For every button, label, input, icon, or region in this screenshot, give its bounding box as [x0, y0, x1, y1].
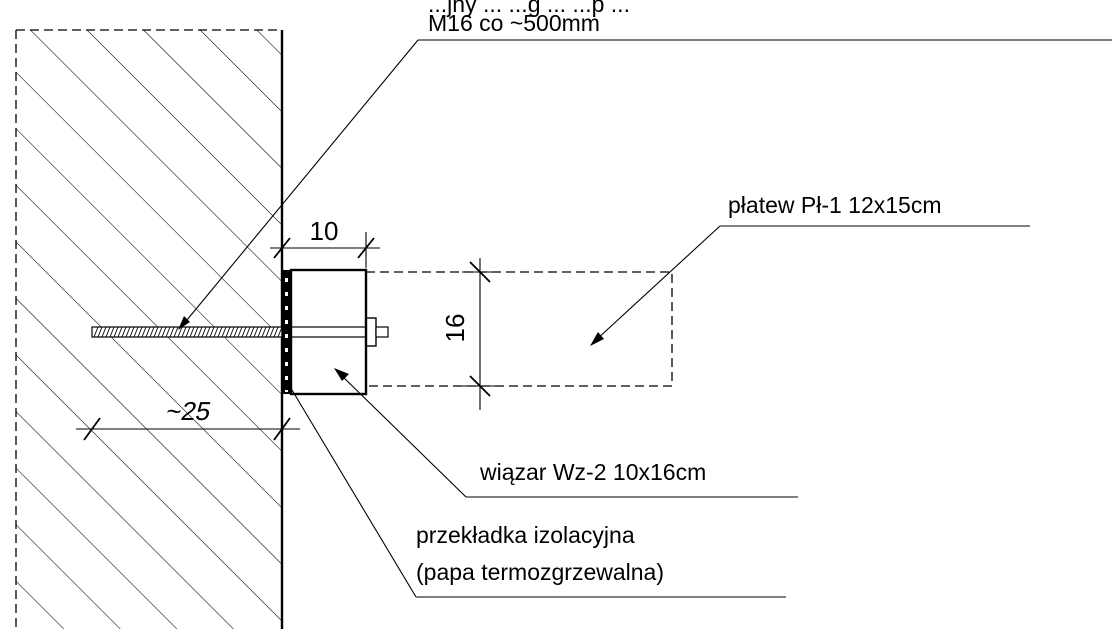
thread-mark [249, 326, 255, 338]
thread-mark [245, 326, 251, 338]
dim-truss-width: 10 [270, 216, 380, 268]
insulation-label-line1: przekładka izolacyjna [416, 522, 635, 548]
thread-mark [177, 326, 183, 338]
truss-section [289, 268, 368, 396]
thread-mark [185, 326, 191, 338]
thread-mark [173, 326, 179, 338]
thread-mark [229, 326, 235, 338]
thread-mark [133, 326, 139, 338]
thread-mark [161, 326, 167, 338]
insulation-label-line2: (papa termozgrzewalna) [416, 559, 664, 585]
thread-mark [209, 326, 215, 338]
thread-mark [101, 326, 107, 338]
thread-mark [117, 326, 123, 338]
thread-mark [113, 326, 119, 338]
thread-mark [93, 326, 99, 338]
thread-mark [121, 326, 127, 338]
dim-truss-width-text: 10 [310, 216, 339, 246]
thread-mark [237, 326, 243, 338]
thread-mark [197, 326, 203, 338]
thread-mark [165, 326, 171, 338]
thread-mark [109, 326, 115, 338]
thread-mark [261, 326, 267, 338]
anchor-rod-end [375, 326, 389, 338]
dim-anchor-depth-text: ~25 [163, 396, 213, 426]
thread-mark [273, 326, 279, 338]
thread-mark [145, 326, 151, 338]
thread-mark [153, 326, 159, 338]
leader-anchor: ...jny ... ...g ... ...p ... M16 co ~500… [178, 0, 1112, 330]
thread-mark [157, 326, 163, 338]
anchor-label: M16 co ~500mm [428, 10, 600, 36]
thread-mark [189, 326, 195, 338]
thread-mark [241, 326, 247, 338]
thread-mark [265, 326, 271, 338]
purlin-outline [365, 271, 673, 387]
thread-mark [221, 326, 227, 338]
thread-mark [269, 326, 275, 338]
thread-mark [181, 326, 187, 338]
anchor-rod-thread [93, 326, 283, 338]
thread-mark [257, 326, 263, 338]
leader-insulation: przekładka izolacyjna (papa termozgrzewa… [291, 389, 786, 598]
thread-mark [97, 326, 103, 338]
anchor-label-partial: ...jny ... ...g ... ...p ... [428, 0, 630, 17]
anchor-rod-shaft [281, 326, 367, 338]
anchor-rod [91, 317, 389, 347]
thread-mark [125, 326, 131, 338]
thread-mark [225, 326, 231, 338]
thread-mark [105, 326, 111, 338]
anchor-nut [365, 317, 377, 347]
thread-mark [193, 326, 199, 338]
dim-truss-height-text: 16 [440, 314, 470, 343]
thread-mark [201, 326, 207, 338]
thread-mark [253, 326, 259, 338]
insulation-pad [282, 270, 291, 394]
thread-mark [129, 326, 135, 338]
dim-truss-height: 16 [440, 258, 500, 410]
thread-mark [149, 326, 155, 338]
leader-purlin: płatew Pł-1 12x15cm [590, 192, 1030, 346]
thread-mark [169, 326, 175, 338]
thread-mark [233, 326, 239, 338]
thread-mark [205, 326, 211, 338]
leader-truss: wiązar Wz-2 10x16cm [334, 368, 798, 498]
truss-label: wiązar Wz-2 10x16cm [479, 459, 706, 485]
thread-mark [213, 326, 219, 338]
thread-mark [217, 326, 223, 338]
thread-mark [141, 326, 147, 338]
thread-mark [277, 326, 283, 338]
thread-mark [137, 326, 143, 338]
dim-anchor-depth: ~25 [76, 396, 300, 441]
purlin-label: płatew Pł-1 12x15cm [728, 192, 942, 218]
